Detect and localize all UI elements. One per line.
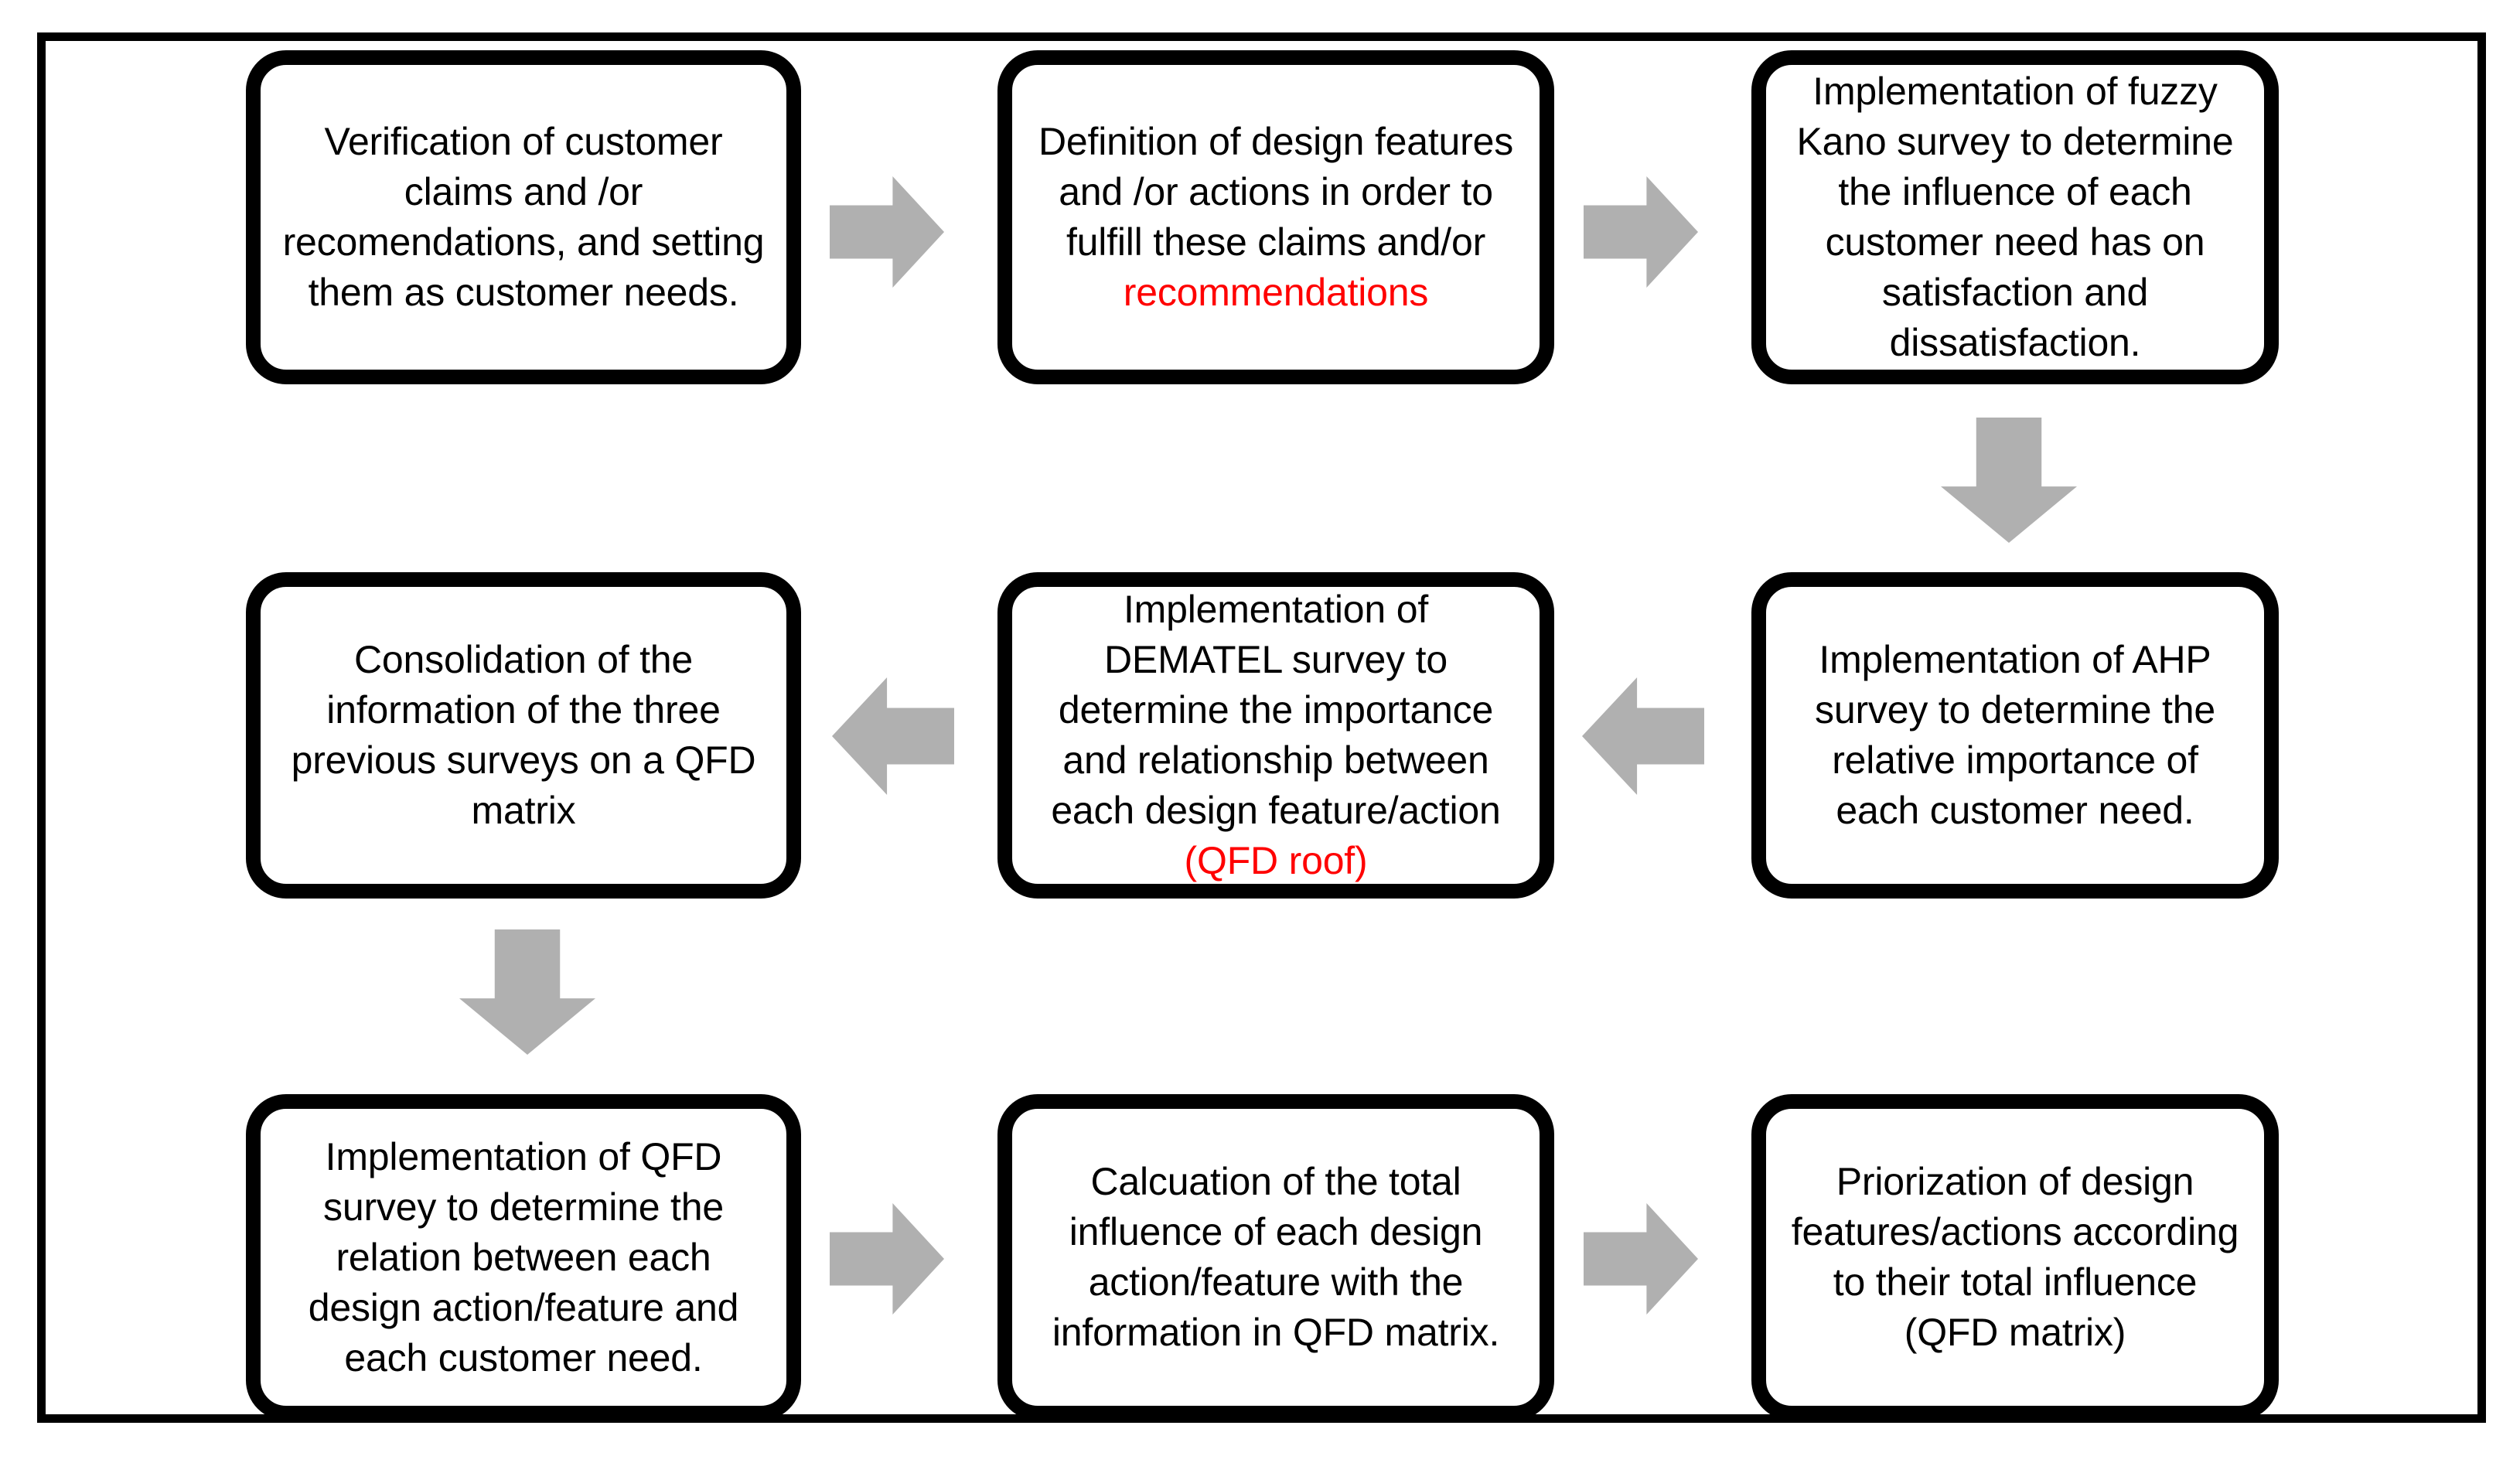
process-node-fuzzy-kano-survey[interactable]: Implementation of fuzzy Kano survey to d… bbox=[1751, 50, 2279, 384]
process-node-priorization-design-features[interactable]: Priorization of design features/actions … bbox=[1751, 1094, 2279, 1420]
node-1-text: Verification of customer claims and /or … bbox=[281, 117, 766, 318]
process-node-consolidation-qfd-matrix[interactable]: Consolidation of the information of the … bbox=[246, 572, 801, 899]
plain-text: Calcuation of the total influence of eac… bbox=[1052, 1160, 1500, 1354]
node-7-text: Implementation of QFD survey to determin… bbox=[281, 1132, 766, 1383]
process-node-qfd-survey[interactable]: Implementation of QFD survey to determin… bbox=[246, 1094, 801, 1420]
plain-text: Implementation of DEMATEL survey to dete… bbox=[1051, 588, 1501, 832]
process-node-dematel-survey[interactable]: Implementation of DEMATEL survey to dete… bbox=[997, 572, 1554, 899]
plain-text: Implementation of AHP survey to determin… bbox=[1815, 638, 2215, 832]
node-6-text: Consolidation of the information of the … bbox=[281, 635, 766, 836]
process-node-ahp-survey[interactable]: Implementation of AHP survey to determin… bbox=[1751, 572, 2279, 899]
node-4-text: Implementation of AHP survey to determin… bbox=[1786, 635, 2244, 836]
process-node-calculation-total-influence[interactable]: Calcuation of the total influence of eac… bbox=[997, 1094, 1554, 1420]
node-5-text: Implementation of DEMATEL survey to dete… bbox=[1032, 585, 1519, 886]
plain-text: Implementation of fuzzy Kano survey to d… bbox=[1796, 70, 2234, 364]
highlighted-text: recommendations bbox=[1123, 271, 1429, 314]
node-2-text: Definition of design features and /or ac… bbox=[1032, 117, 1519, 318]
plain-text: Implementation of QFD survey to determin… bbox=[308, 1134, 739, 1379]
plain-text: Consolidation of the information of the … bbox=[291, 638, 756, 832]
plain-text: Definition of design features and /or ac… bbox=[1038, 120, 1514, 264]
plain-text: Priorization of design features/actions … bbox=[1791, 1160, 2239, 1354]
process-node-verification-of-customer-claims[interactable]: Verification of customer claims and /or … bbox=[246, 50, 801, 384]
highlighted-text: (QFD roof) bbox=[1184, 839, 1368, 882]
node-3-text: Implementation of fuzzy Kano survey to d… bbox=[1786, 66, 2244, 368]
plain-text: Verification of customer claims and /or … bbox=[282, 120, 765, 314]
process-node-definition-of-design-features[interactable]: Definition of design features and /or ac… bbox=[997, 50, 1554, 384]
node-9-text: Priorization of design features/actions … bbox=[1786, 1157, 2244, 1358]
node-8-text: Calcuation of the total influence of eac… bbox=[1032, 1157, 1519, 1358]
